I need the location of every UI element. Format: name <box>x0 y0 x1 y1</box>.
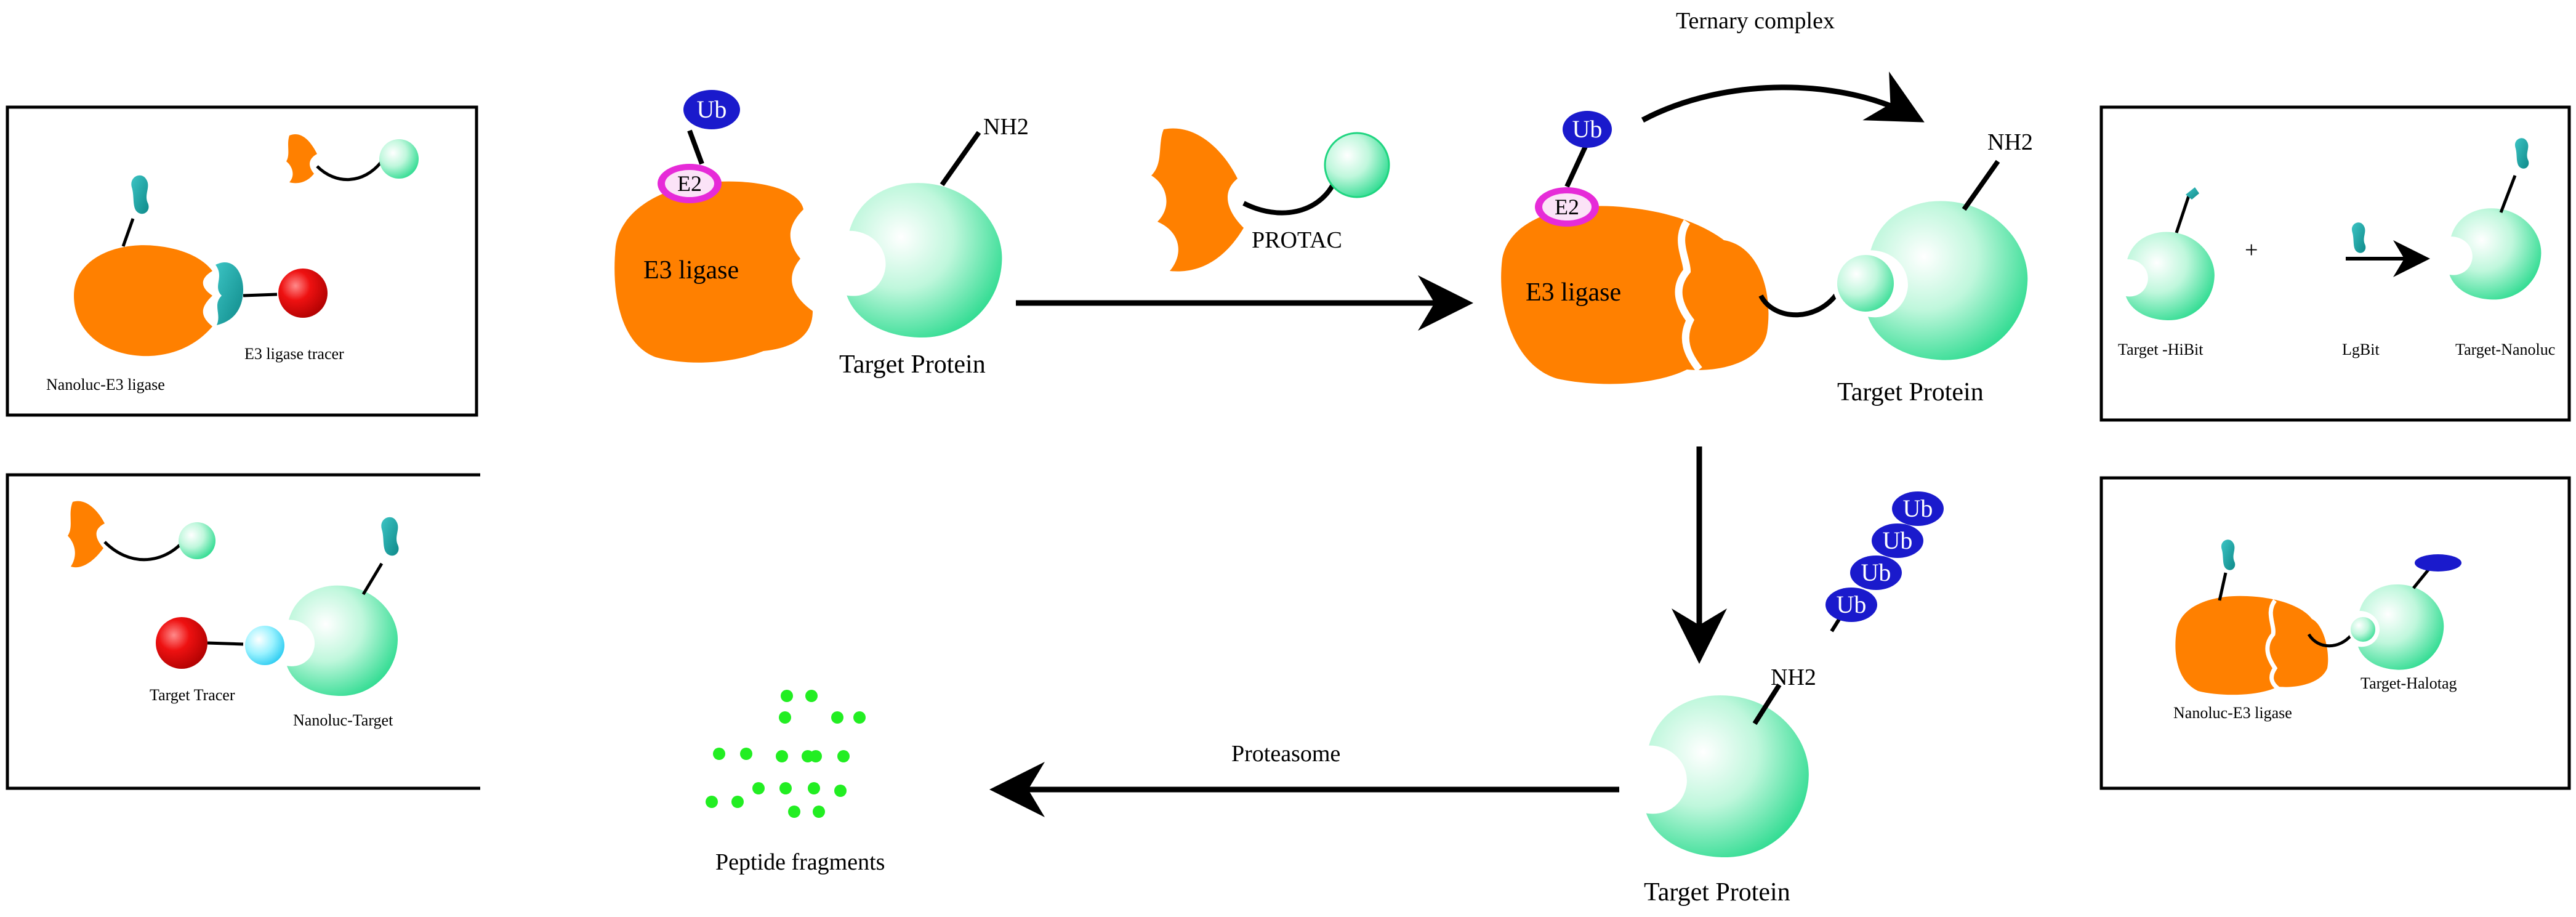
label-nh2-bottom: NH2 <box>1771 665 1816 690</box>
label-target-protein-bottom: Target Protein <box>1644 878 1790 907</box>
label-plus: + <box>2245 237 2258 263</box>
label-ternary-complex: Ternary complex <box>1676 8 1835 34</box>
svg-text:E2: E2 <box>677 171 702 196</box>
label-target-halotag: Target-Halotag <box>2361 674 2457 692</box>
svg-text:Ub: Ub <box>1883 527 1913 554</box>
ub-stalk-ternary <box>1564 145 1588 188</box>
svg-text:Ub: Ub <box>697 95 727 123</box>
nanoluc-e3-top-left <box>74 175 328 357</box>
ternary-target-protein <box>1832 160 2028 360</box>
label-nh2-left: NH2 <box>983 114 1029 140</box>
label-target-protein-right: Target Protein <box>1837 378 1984 406</box>
svg-text:Ub: Ub <box>1903 495 1933 522</box>
svg-text:Ub: Ub <box>1861 559 1891 586</box>
lgbit-fragment <box>2351 222 2366 253</box>
e2-badge-left: E2 <box>658 164 722 203</box>
label-target-hibit: Target -HiBit <box>2118 341 2204 358</box>
label-peptide-fragments: Peptide fragments <box>715 849 885 875</box>
target-nanoluc-complemented <box>2449 138 2542 300</box>
panel-bottom-right <box>2099 476 2571 790</box>
arrow-ternary-curve <box>1641 71 1925 123</box>
free-protac-small-bottom-left <box>68 501 215 568</box>
ternary-e3-ligase: E3 ligase <box>1501 206 1769 384</box>
label-target-nanoluc: Target-Nanoluc <box>2455 341 2555 358</box>
svg-text:E2: E2 <box>1555 195 1579 219</box>
panel-top-left <box>6 105 478 417</box>
ub-badge-left: Ub <box>683 90 740 129</box>
label-nanoluc-target: Nanoluc-Target <box>293 711 393 729</box>
target-hibit <box>2125 187 2215 321</box>
free-protac-small-top-left <box>286 134 419 184</box>
label-e3-ligase-left: E3 ligase <box>643 256 739 285</box>
svg-text:Ub: Ub <box>1837 591 1867 618</box>
label-e3-tracer: E3 ligase tracer <box>244 345 344 363</box>
label-e3-ligase-right: E3 ligase <box>1526 278 1621 307</box>
label-nanoluc-e3-bottom-right: Nanoluc-E3 ligase <box>2173 704 2292 722</box>
ub-stalk-left <box>687 129 704 165</box>
peptide-fragments-dots <box>706 690 866 818</box>
label-proteasome: Proteasome <box>1231 741 1340 767</box>
nanoluc-e3-halotag-complex <box>2175 539 2461 695</box>
panel-bottom-left <box>6 473 480 790</box>
protac-molecule <box>1151 128 1390 272</box>
label-target-protein-left: Target Protein <box>839 350 986 379</box>
label-nanoluc-e3-top-left: Nanoluc-E3 ligase <box>46 376 165 394</box>
label-nh2-right: NH2 <box>1987 129 2033 155</box>
panel-top-right <box>2099 105 2571 422</box>
e3-ligase-left: E3 ligase <box>614 181 813 363</box>
e2-badge-ternary: E2 <box>1535 187 1599 227</box>
label-protac: PROTAC <box>1252 227 1342 253</box>
target-tracer-complex <box>156 517 399 697</box>
svg-text:Ub: Ub <box>1572 115 1603 143</box>
ub-chain: Ub Ub Ub Ub <box>1825 491 1944 622</box>
polyubiquitinated-target <box>1646 605 1849 858</box>
target-protein-left <box>847 131 1002 338</box>
ternary-linker <box>1758 291 1840 318</box>
label-lgbit: LgBit <box>2342 341 2380 358</box>
label-target-tracer: Target Tracer <box>150 686 235 704</box>
ub-badge-ternary: Ub <box>1563 111 1612 148</box>
